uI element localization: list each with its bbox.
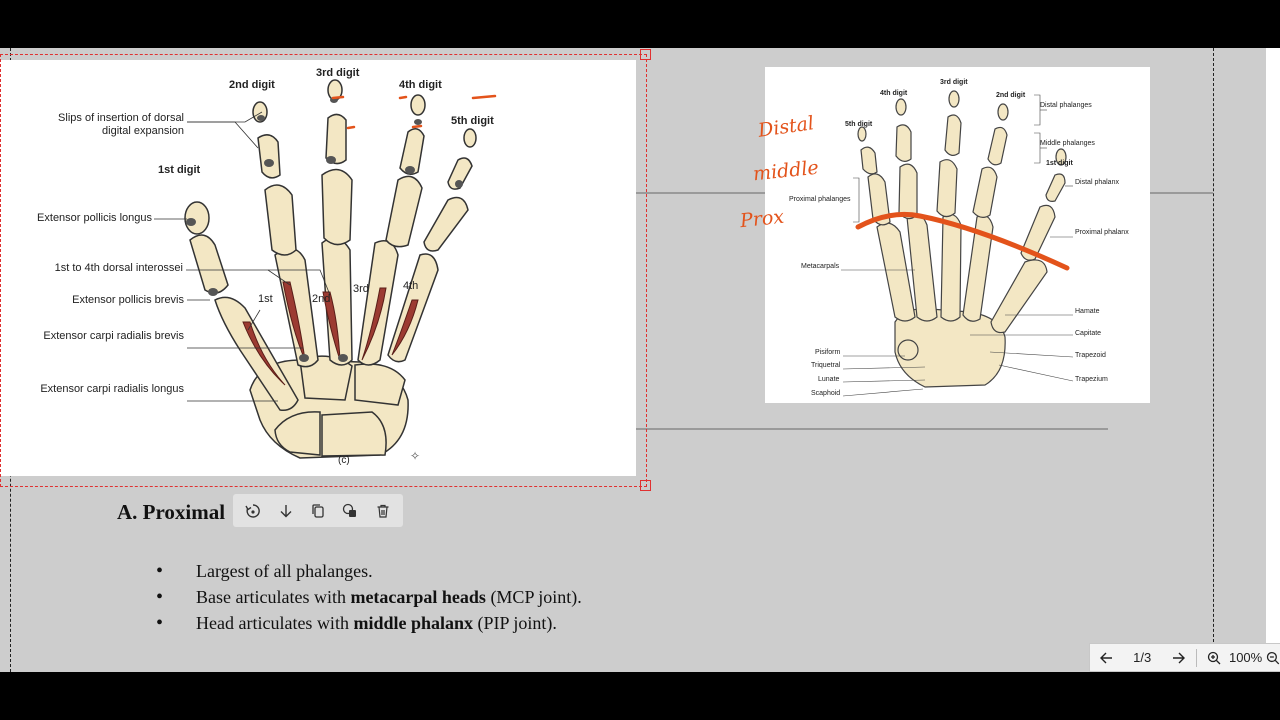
label-2nd-digit: 2nd digit [229, 79, 275, 91]
arrow-left-icon [1099, 652, 1112, 663]
label-interosseous-3rd: 3rd [353, 283, 369, 295]
r-label-1st-digit: 1st digit [1046, 160, 1073, 167]
r-label-metacarpals: Metacarpals [801, 263, 840, 270]
horizontal-rule-bottom [636, 428, 1108, 430]
download-icon [280, 504, 292, 517]
bullet-item: Head articulates with middle phalanx (PI… [156, 610, 582, 636]
selection-handle-bottom-right[interactable] [640, 480, 651, 491]
r-label-hamate: Hamate [1075, 308, 1100, 315]
r-label-5th-digit: 5th digit [845, 121, 873, 128]
r-label-3rd-digit: 3rd digit [940, 79, 968, 86]
r-label-distal-phalanges: Distal phalanges [1040, 102, 1092, 109]
r-label-trapezium: Trapezium [1075, 376, 1108, 383]
label-dorsal-interossei: 1st to 4th dorsal interossei [54, 262, 183, 274]
replace-button[interactable] [337, 498, 363, 524]
label-ecr-brevis: Extensor carpi radialis brevis [43, 330, 184, 342]
label-ecr-longus: Extensor carpi radialis longus [40, 383, 184, 395]
r-label-distal-phalanx: Distal phalanx [1075, 179, 1119, 186]
r-label-scaphoid: Scaphoid [811, 390, 841, 397]
zoom-level[interactable]: 100% [1228, 650, 1263, 665]
r-label-capitate: Capitate [1075, 330, 1102, 337]
horizontal-rule-top [636, 192, 766, 194]
label-slips-line1: Slips of insertion of dorsal [58, 112, 184, 124]
right-scroll-edge [1266, 48, 1280, 672]
hand-palmar-drawing [841, 90, 1074, 397]
horizontal-rule-top-right [1148, 192, 1213, 194]
hand-dorsal-image[interactable]: ✧ 2nd digit 3rd digit 4th digit 5th digi… [0, 60, 636, 476]
label-slips-line2: digital expansion [102, 125, 184, 137]
label-1st-digit: 1st digit [158, 164, 201, 176]
zoom-out-icon [1267, 651, 1280, 664]
r-label-4th-digit: 4th digit [880, 90, 908, 97]
bullet-list: Largest of all phalanges. Base articulat… [156, 558, 582, 636]
page-indicator: 1/3 [1133, 650, 1152, 665]
zoom-in-icon [1207, 651, 1221, 664]
label-3rd-digit: 3rd digit [316, 67, 360, 79]
r-label-triquetral: Triquetral [811, 362, 841, 369]
label-5th-digit: 5th digit [451, 115, 494, 127]
label-interosseous-1st: 1st [258, 293, 273, 305]
copy-icon [312, 503, 324, 518]
r-label-lunate: Lunate [818, 376, 840, 383]
label-interosseous-2nd: 2nd [312, 293, 331, 305]
r-label-proximal-phalanges: Proximal phalanges [789, 196, 851, 203]
handwriting-prox: Prox [738, 205, 786, 233]
replace-icon [343, 503, 357, 517]
copy-button[interactable] [305, 498, 331, 524]
prev-page-button[interactable] [1094, 644, 1118, 671]
download-button[interactable] [273, 498, 299, 524]
zoom-out-button[interactable] [1266, 644, 1280, 671]
r-label-pisiform: Pisiform [815, 349, 841, 356]
hand-palmar-image[interactable]: 3rd digit 4th digit 2nd digit 5th digit … [765, 67, 1150, 403]
hand-dorsal-drawing: ✧ [154, 79, 477, 463]
r-label-middle-phalanges: Middle phalanges [1040, 140, 1095, 147]
section-heading: A. Proximal [117, 500, 226, 524]
selection-handle-top-right[interactable] [640, 49, 651, 60]
r-label-trapezoid: Trapezoid [1075, 352, 1106, 359]
status-bar: 1/3 100% [1089, 643, 1280, 672]
rotate-button[interactable] [240, 498, 266, 524]
bullet-item: Base articulates with metacarpal heads (… [156, 584, 582, 610]
ink-annotations-left [331, 94, 497, 130]
document-canvas: ✧ 2nd digit 3rd digit 4th digit 5th digi… [0, 48, 1280, 672]
label-extensor-pollicis-longus: Extensor pollicis longus [37, 212, 152, 224]
label-interosseous-4th: 4th [403, 280, 419, 292]
r-label-proximal-phalanx: Proximal phalanx [1075, 229, 1129, 236]
label-4th-digit: 4th digit [399, 79, 442, 91]
svg-text:✧: ✧ [410, 449, 420, 463]
image-toolbar [233, 494, 403, 527]
right-margin-guide [1213, 48, 1214, 672]
zoom-in-button[interactable] [1203, 644, 1225, 671]
trash-icon [377, 504, 389, 518]
next-page-button[interactable] [1167, 644, 1191, 671]
figure-caption: (c) [338, 455, 350, 466]
ink-curve-right [855, 211, 1070, 271]
arrow-right-icon [1172, 652, 1185, 663]
r-label-2nd-digit: 2nd digit [996, 92, 1026, 99]
delete-button[interactable] [370, 498, 396, 524]
status-divider [1196, 648, 1198, 667]
image-selection-box [0, 54, 647, 487]
bullet-item: Largest of all phalanges. [156, 558, 582, 584]
rotate-icon [245, 503, 261, 518]
label-extensor-pollicis-brevis: Extensor pollicis brevis [72, 294, 184, 306]
